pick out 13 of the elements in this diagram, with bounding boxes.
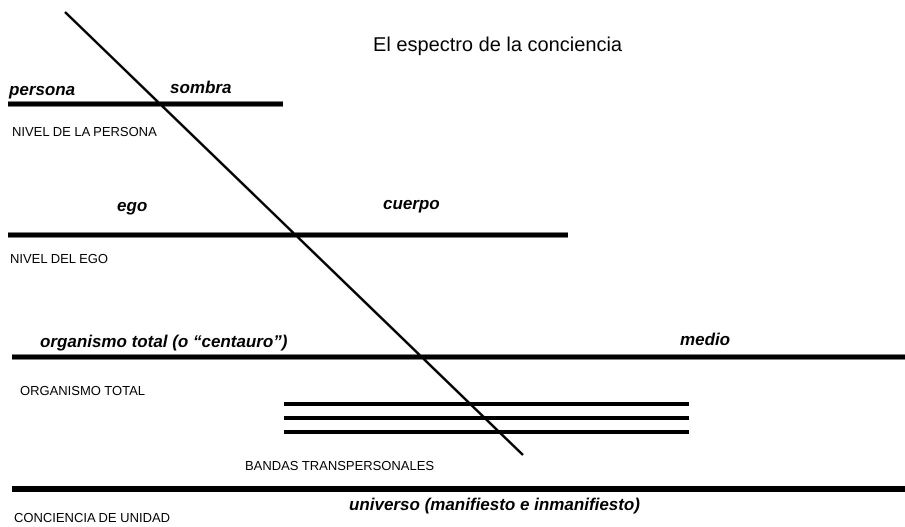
level-label: ORGANISMO TOTAL bbox=[20, 382, 145, 399]
level-label: NIVEL DE LA PERSONA bbox=[12, 123, 158, 140]
term-label: medio bbox=[680, 330, 730, 350]
level-label: NIVEL DEL EGO bbox=[10, 250, 108, 267]
term-label: persona bbox=[9, 80, 76, 100]
diagram-title: El espectro de la conciencia bbox=[373, 33, 622, 57]
term-label: ego bbox=[117, 196, 148, 216]
term-label: cuerpo bbox=[383, 194, 440, 214]
level-label: CONCIENCIA DE UNIDAD bbox=[14, 509, 170, 526]
term-label: organismo total (o “centauro”) bbox=[40, 332, 288, 352]
level-label: BANDAS TRANSPERSONALES bbox=[245, 457, 434, 474]
term-label: universo (manifiesto e inmanifiesto) bbox=[349, 495, 640, 515]
term-label: sombra bbox=[170, 78, 232, 98]
